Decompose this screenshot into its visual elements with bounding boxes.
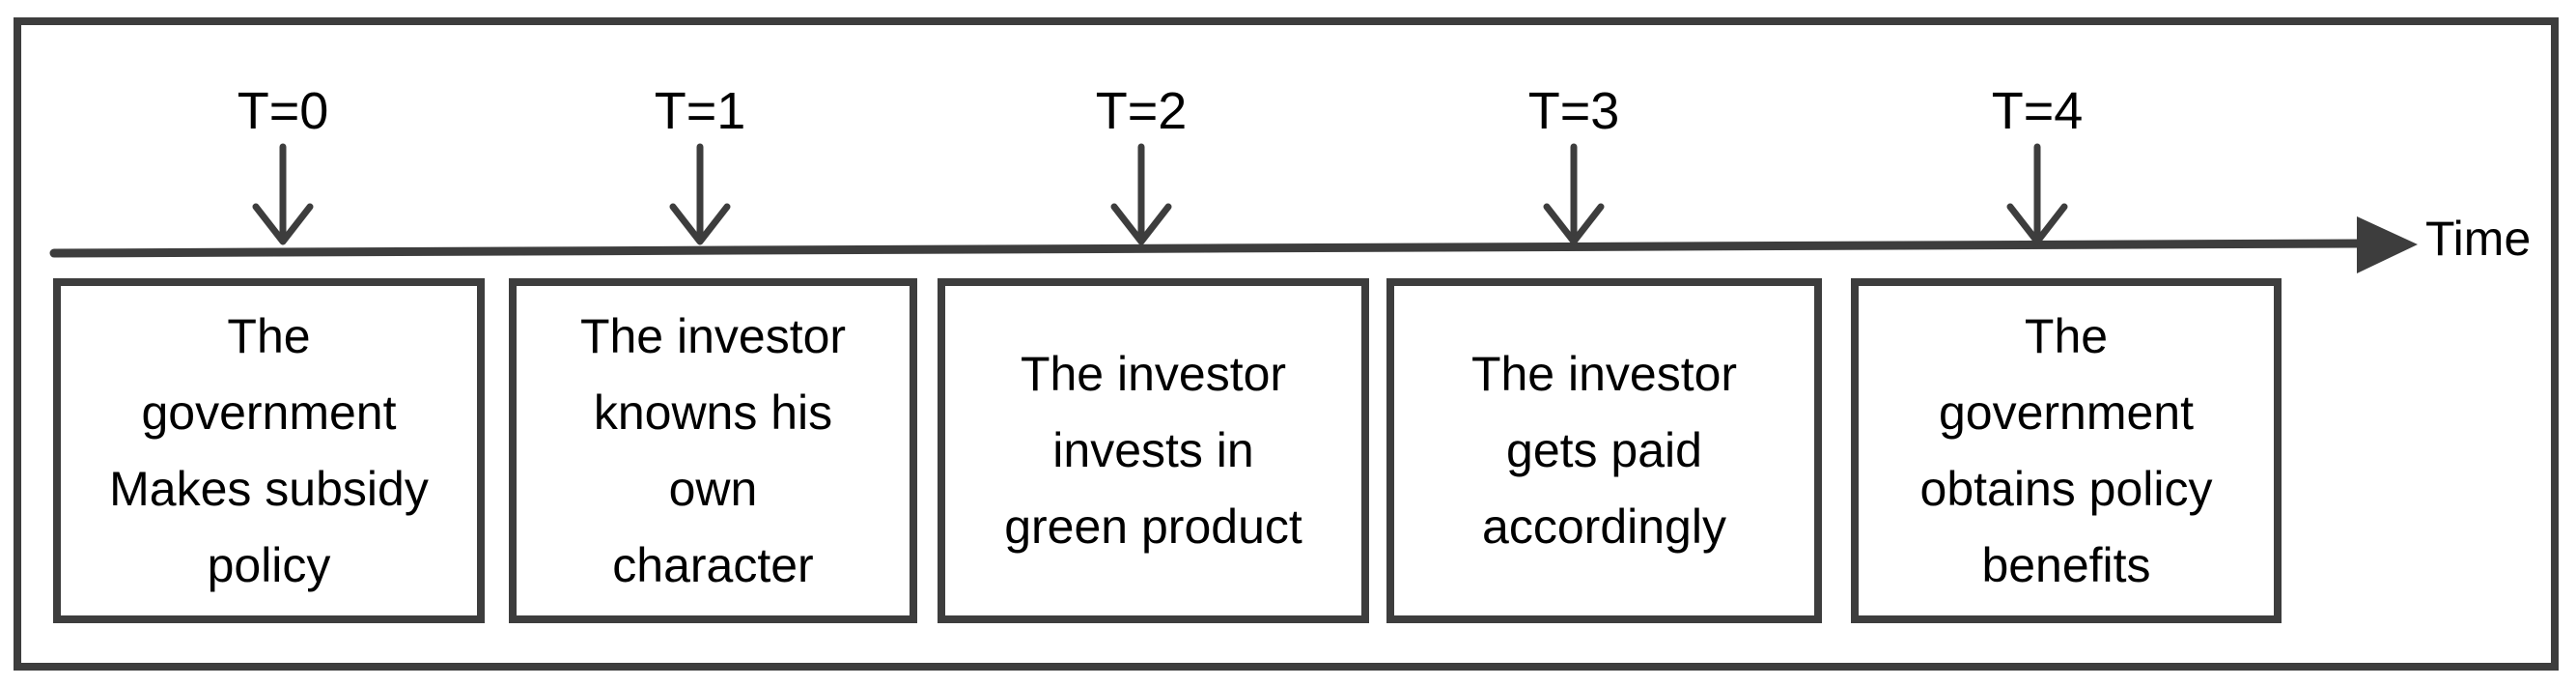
outer-frame xyxy=(14,17,2559,671)
event-box-text-line: The xyxy=(2024,308,2109,363)
time-marker-label-4: T=4 xyxy=(1991,82,2084,140)
down-arrow-icon-0 xyxy=(252,203,314,245)
event-box-1: The investor knowns his own character xyxy=(509,278,917,623)
event-box-4: The government obtains policy benefits xyxy=(1851,278,2282,623)
event-box-text-line: invests in xyxy=(1052,423,1254,477)
time-axis-label: Time xyxy=(2425,212,2532,266)
event-box-text-line: knowns his xyxy=(593,385,833,440)
event-box-text-line: own xyxy=(668,461,758,516)
event-box-text-line: obtains policy xyxy=(1919,461,2213,516)
event-box-text-line: The investor xyxy=(579,308,847,363)
timeline-line xyxy=(49,239,2365,258)
time-marker-label-2: T=2 xyxy=(1095,82,1188,140)
down-arrow-icon-3 xyxy=(1543,203,1605,245)
event-box-2: The investor invests in green product xyxy=(938,278,1369,623)
down-arrow-icon-2 xyxy=(1110,203,1172,245)
event-box-text-line: The xyxy=(227,308,311,363)
event-box-text-line: policy xyxy=(207,537,331,592)
event-box-text-line: government xyxy=(141,385,397,440)
event-box-text-line: gets paid xyxy=(1506,423,1702,477)
event-box-text-line: Makes subsidy xyxy=(109,461,429,516)
event-box-text-line: benefits xyxy=(1981,537,2151,592)
time-marker-label-0: T=0 xyxy=(237,82,329,140)
event-box-text-line: The investor xyxy=(1020,347,1287,401)
event-box-text-line: character xyxy=(612,537,814,592)
event-box-text-line: government xyxy=(1938,385,2195,440)
timeline-arrowhead-icon xyxy=(2357,216,2418,273)
event-box-text-line: The investor xyxy=(1470,347,1738,401)
event-box-text-line: accordingly xyxy=(1482,500,1726,554)
event-box-3: The investor gets paid accordingly xyxy=(1386,278,1822,623)
down-arrow-icon-4 xyxy=(2006,203,2068,245)
time-marker-label-3: T=3 xyxy=(1527,82,1620,140)
event-box-text-line: green product xyxy=(1004,500,1302,554)
time-marker-label-1: T=1 xyxy=(654,82,746,140)
down-arrow-icon-1 xyxy=(669,203,731,245)
